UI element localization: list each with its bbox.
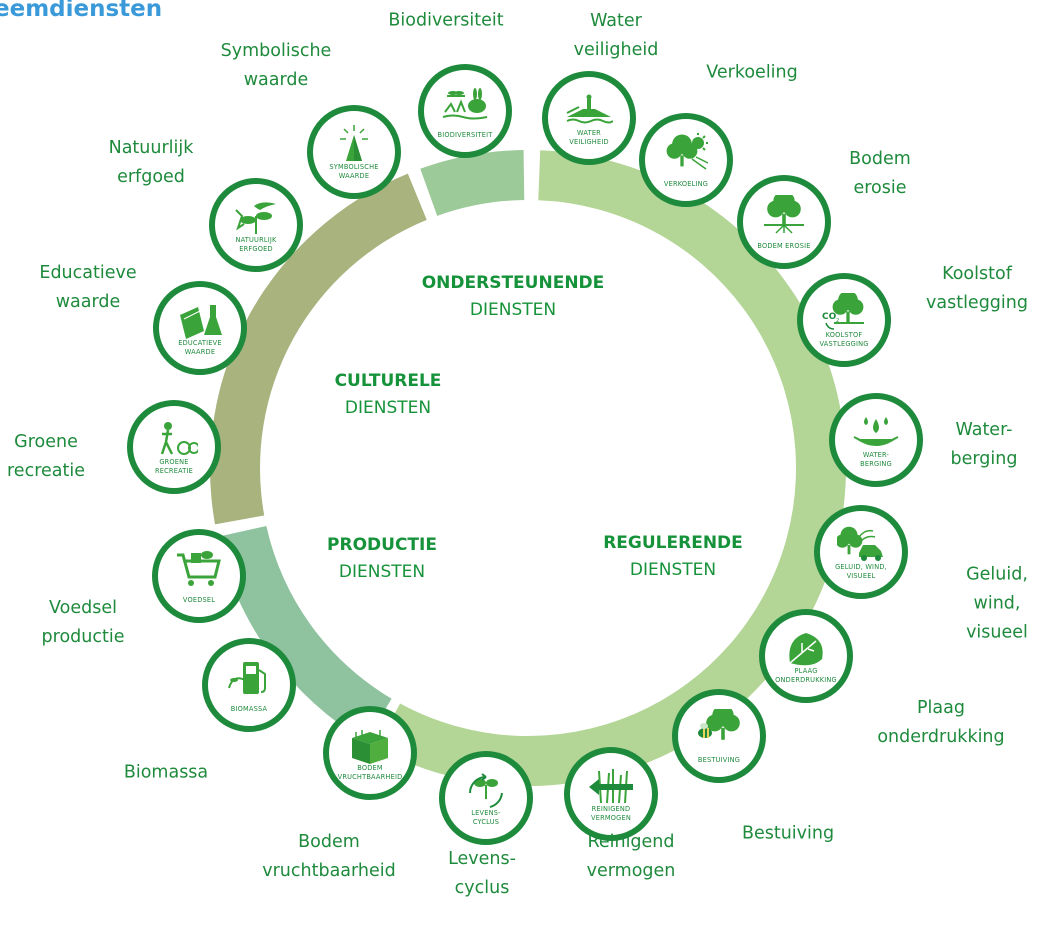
category-productie: PRODUCTIE DIENSTEN <box>327 532 437 586</box>
category-productie-bold: PRODUCTIE <box>327 535 437 555</box>
badge-label-koolstof: KOOLSTOF VASTLEGGING <box>819 331 869 348</box>
service-label-reinigend: Reinigend vermogen <box>586 832 676 881</box>
badge-label-bodem-vruchtbaarheid: BODEM VRUCHTBAARHEID <box>337 764 403 781</box>
ring-segment-regulerende <box>376 150 846 787</box>
badge-label-biodiversiteit: BIODIVERSITEIT <box>437 131 493 139</box>
badge-bodem-erosie: BODEM EROSIE <box>737 175 831 269</box>
ring-segment-ondersteunende <box>420 150 525 216</box>
badge-voedsel: VOEDSEL <box>152 529 246 623</box>
category-regulerende-bold: REGULERENDE <box>603 533 743 553</box>
category-ondersteunende-normal: DIENSTEN <box>469 300 557 320</box>
tree-sun-icon <box>666 133 709 170</box>
category-regulerende-normal: DIENSTEN <box>629 560 717 580</box>
water-drops-icon <box>853 417 899 446</box>
badge-natuurlijk-erfgoed: NATUURLIJK ERFGOED <box>209 178 303 272</box>
soil-block-icon <box>352 730 388 764</box>
badge-biomassa: BIOMASSA <box>202 638 296 732</box>
badge-label-voedsel: VOEDSEL <box>182 596 216 604</box>
service-label-levenscyclus: Levens- cyclus <box>448 849 516 898</box>
badge-reinigend: REINIGEND VERMOGEN <box>564 747 658 841</box>
category-ondersteunende: ONDERSTEUNENDE DIENSTEN <box>422 270 605 324</box>
reeds-arrow-icon <box>589 769 633 804</box>
ring-segment-productie <box>217 526 392 742</box>
badge-bestuiving: BESTUIVING <box>672 689 766 783</box>
category-ondersteunende-bold: ONDERSTEUNENDE <box>421 273 605 293</box>
badge-geluid: GELUID, WIND, VISUEEL <box>814 505 908 599</box>
badge-label-natuurlijk-erfgoed: NATUURLIJK ERFGOED <box>235 236 277 253</box>
fuel-pump-icon <box>228 662 266 694</box>
badge-label-water-veiligheid: WATER VEILIGHEID <box>569 129 609 146</box>
sprout-cycle-icon <box>469 773 503 808</box>
hiker-bike-icon <box>160 422 198 455</box>
badge-bodem-vruchtbaarheid: BODEM VRUCHTBAARHEID <box>323 706 417 800</box>
service-label-plaag: Plaag onderdrukking <box>877 698 1005 747</box>
dragonfly-rabbit-icon <box>442 88 488 120</box>
service-label-natuurlijk-erfgoed: Natuurlijk erfgoed <box>108 138 194 187</box>
badge-educatieve-waarde: EDUCATIEVE WAARDE <box>153 281 247 375</box>
page-title: eemdiensten <box>0 0 163 22</box>
service-label-educatieve-waarde: Educatieve waarde <box>39 263 137 312</box>
ring-segment-culturele <box>210 173 427 525</box>
category-culturele-bold: CULTURELE <box>334 371 442 391</box>
tree-car-icon <box>837 526 883 561</box>
badge-label-reinigend: REINIGEND VERMOGEN <box>591 805 631 822</box>
monument-icon <box>340 125 368 161</box>
badge-biodiversiteit: BIODIVERSITEIT <box>418 64 512 158</box>
service-label-waterberging: Water- berging <box>950 420 1018 469</box>
service-label-verkoeling: Verkoeling <box>706 62 798 83</box>
service-label-water-veiligheid: Water veiligheid <box>573 11 659 60</box>
badge-label-levenscyclus: LEVENS- CYCLUS <box>471 809 501 826</box>
bird-plant-icon <box>235 202 276 234</box>
badge-label-waterberging: WATER- BERGING <box>860 451 892 468</box>
badge-label-symbolische-waarde: SYMBOLISCHE WAARDE <box>329 163 379 180</box>
tree-roots-icon <box>764 195 804 234</box>
svg-text:2: 2 <box>836 318 839 324</box>
service-label-geluid: Geluid, wind, visueel <box>966 564 1028 643</box>
service-label-bodem-vruchtbaarheid: Bodem vruchtbaarheid <box>262 832 396 881</box>
service-label-groene-recreatie: Groene recreatie <box>7 432 85 481</box>
service-label-voedsel: Voedsel productie <box>41 598 125 647</box>
service-label-bestuiving: Bestuiving <box>741 823 835 844</box>
badge-water-veiligheid: WATER VEILIGHEID <box>542 71 636 165</box>
badge-label-plaag: PLAAG ONDERDRUKKING <box>775 667 837 684</box>
svg-text:CO: CO <box>822 312 837 322</box>
category-productie-normal: DIENSTEN <box>338 562 426 582</box>
service-label-koolstof: Koolstof vastlegging <box>926 264 1028 313</box>
badge-label-bestuiving: BESTUIVING <box>697 756 741 764</box>
badge-label-verkoeling: VERKOELING <box>663 180 709 188</box>
badge-verkoeling: VERKOELING <box>639 113 733 207</box>
category-culturele: CULTURELE DIENSTEN <box>335 368 442 422</box>
service-label-biomassa: Biomassa <box>123 762 209 783</box>
badge-groene-recreatie: GROENE RECREATIE <box>127 400 221 494</box>
badge-plaag: PLAAG ONDERDRUKKING <box>759 609 853 703</box>
badge-label-geluid: GELUID, WIND, VISUEEL <box>835 563 887 580</box>
badge-waterberging: WATER- BERGING <box>829 393 923 487</box>
badge-levenscyclus: LEVENS- CYCLUS <box>439 751 533 845</box>
badge-symbolische-waarde: SYMBOLISCHE WAARDE <box>307 105 401 199</box>
badge-label-bodem-erosie: BODEM EROSIE <box>757 242 811 250</box>
shopping-cart-icon <box>177 551 221 586</box>
badge-label-groene-recreatie: GROENE RECREATIE <box>154 458 194 475</box>
bee-tree-icon <box>698 709 740 740</box>
books-flask-icon <box>180 305 222 339</box>
service-label-biodiversiteit: Biodiversiteit <box>388 10 504 31</box>
dike-icon <box>566 94 613 124</box>
badge-label-educatieve-waarde: EDUCATIEVE WAARDE <box>178 339 222 356</box>
badge-label-biomassa: BIOMASSA <box>230 705 268 713</box>
leaf-icon <box>789 633 823 666</box>
service-label-bodem-erosie: Bodem erosie <box>849 149 911 198</box>
service-label-symbolische-waarde: Symbolische waarde <box>220 41 332 90</box>
category-culturele-normal: DIENSTEN <box>344 398 432 418</box>
category-regulerende: REGULERENDE DIENSTEN <box>603 530 743 584</box>
